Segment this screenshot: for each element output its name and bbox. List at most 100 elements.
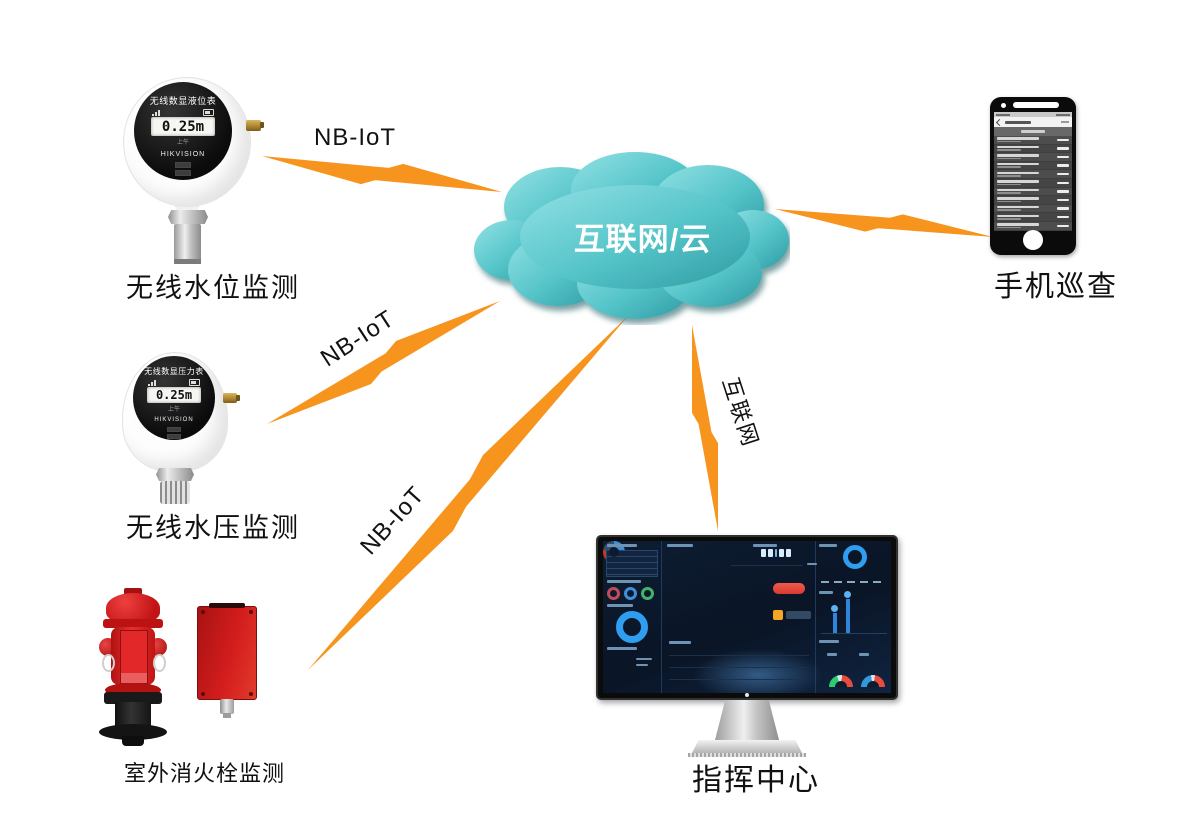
bar-chart-bar	[833, 613, 837, 633]
lcd-display: 0.25m	[147, 387, 201, 403]
bolt-cloud-to-monitor	[692, 325, 716, 452]
record-row	[994, 153, 1072, 162]
monitor-caption: 指挥中心	[692, 764, 820, 797]
monitor-power-led	[745, 693, 749, 697]
record-row	[994, 170, 1072, 179]
link-label-nbiot-water-level: NB-IoT	[314, 124, 397, 151]
antenna-nub-icon	[246, 120, 264, 131]
donut-chart-red	[607, 587, 620, 600]
hydrant-transmitter-box	[197, 603, 257, 718]
donut-chart-blue	[624, 587, 637, 600]
bolt-water-pressure-to-cloud	[267, 340, 408, 424]
hydrant-caption: 室外消火栓监测	[124, 761, 286, 786]
gauge-buttons	[167, 427, 181, 439]
cloud-icon	[474, 152, 789, 319]
hydrant-front-panel	[120, 630, 148, 684]
fire-hydrant-icon	[99, 588, 167, 746]
signal-icon	[148, 380, 156, 386]
hydrant-chain	[153, 654, 166, 672]
record-list	[994, 136, 1072, 231]
antenna-nub-icon	[223, 393, 240, 403]
alert-progress-bar	[773, 583, 805, 594]
donut-chart-right-blue	[843, 545, 867, 569]
gauge-chart-blue-red	[861, 675, 885, 687]
map-glow	[693, 649, 823, 693]
battery-icon	[203, 109, 214, 116]
bar-chart-baseline	[821, 633, 887, 634]
record-row	[994, 187, 1072, 197]
section-title-skeleton	[819, 640, 839, 643]
record-row	[994, 204, 1072, 214]
progress-track	[786, 611, 811, 619]
box-handle	[209, 603, 245, 608]
water-pressure-caption: 无线水压监测	[126, 513, 300, 543]
phone-nav-bar	[994, 117, 1072, 127]
map-title-skeleton	[667, 544, 693, 547]
record-row	[994, 196, 1072, 205]
gauge-button	[175, 170, 191, 176]
threaded-fitting	[160, 481, 190, 504]
lcd-status-icons	[152, 109, 214, 116]
counter-digits	[761, 549, 791, 557]
bar-chart-dot	[844, 591, 851, 598]
section-title-skeleton	[669, 641, 691, 644]
bolt-water-pressure-to-cloud	[359, 301, 500, 385]
signal-icon	[152, 110, 160, 116]
bolt-water-level-to-cloud	[351, 163, 502, 192]
brand-label: HIKVISION	[160, 151, 206, 158]
bolt-cloud-to-phone	[856, 214, 993, 237]
gauge-title: 无线数显压力表	[144, 367, 204, 376]
record-row	[994, 136, 1072, 145]
lcd-note: 上午	[167, 407, 180, 413]
phone-status-bar	[994, 112, 1072, 117]
monitor-stand-ribs	[688, 753, 806, 757]
lcd-value: 0.25m	[155, 388, 193, 402]
monitor-stand-neck	[715, 700, 779, 740]
gauge-button	[167, 434, 181, 439]
phone-screen	[994, 112, 1072, 231]
dashboard-screen	[603, 541, 891, 693]
phone-speaker-bar	[1013, 102, 1059, 108]
brand-label: HIKVISION	[154, 417, 194, 423]
lcd-note: 上午	[176, 140, 189, 146]
box-pressure-fitting	[220, 699, 234, 718]
nav-title-skeleton	[1005, 120, 1031, 124]
home-button	[1023, 230, 1043, 250]
gauge-face: 无线数显压力表 0.25m 上午 HIKVISION	[133, 356, 215, 440]
lcd-display: 0.25m	[151, 117, 215, 136]
bar-chart-bar	[846, 599, 850, 633]
tick-row	[821, 581, 881, 583]
water-level-caption: 无线水位监测	[126, 273, 300, 303]
lcd-value: 0.25m	[161, 118, 205, 135]
hydrant-chain	[102, 654, 115, 672]
list-header	[994, 127, 1072, 136]
probe-stem	[174, 224, 201, 264]
record-row	[994, 178, 1072, 188]
bolt-cloud-to-monitor	[694, 404, 718, 531]
panel-title-skeleton	[819, 544, 837, 547]
record-row	[994, 213, 1072, 222]
monitor-stand-base	[692, 740, 802, 753]
bolt-hydrant-to-cloud	[436, 316, 628, 542]
panel-title-skeleton	[607, 604, 633, 607]
gauge-title: 无线数显液位表	[149, 96, 217, 106]
gauge-button	[167, 427, 181, 432]
back-arrow-icon	[995, 118, 1004, 126]
internet-cloud-shape	[470, 145, 790, 325]
bolt-hydrant-to-cloud	[308, 444, 500, 670]
command-center-monitor	[596, 535, 898, 761]
gauge-face: 无线数显液位表 0.25m 上午 HIKVISION	[134, 82, 232, 180]
phone-caption: 手机巡查	[993, 271, 1118, 303]
bar-chart-dot	[831, 605, 838, 612]
record-row	[994, 161, 1072, 171]
panel-title-skeleton	[607, 647, 637, 650]
menu-dots-icon	[1061, 121, 1069, 123]
cloud-label: 互联网/云	[573, 222, 712, 257]
panel-title-skeleton	[607, 580, 641, 583]
lcd-status-icons	[148, 379, 200, 386]
record-row	[994, 144, 1072, 154]
battery-icon	[189, 379, 200, 386]
gauge-button	[175, 162, 191, 168]
